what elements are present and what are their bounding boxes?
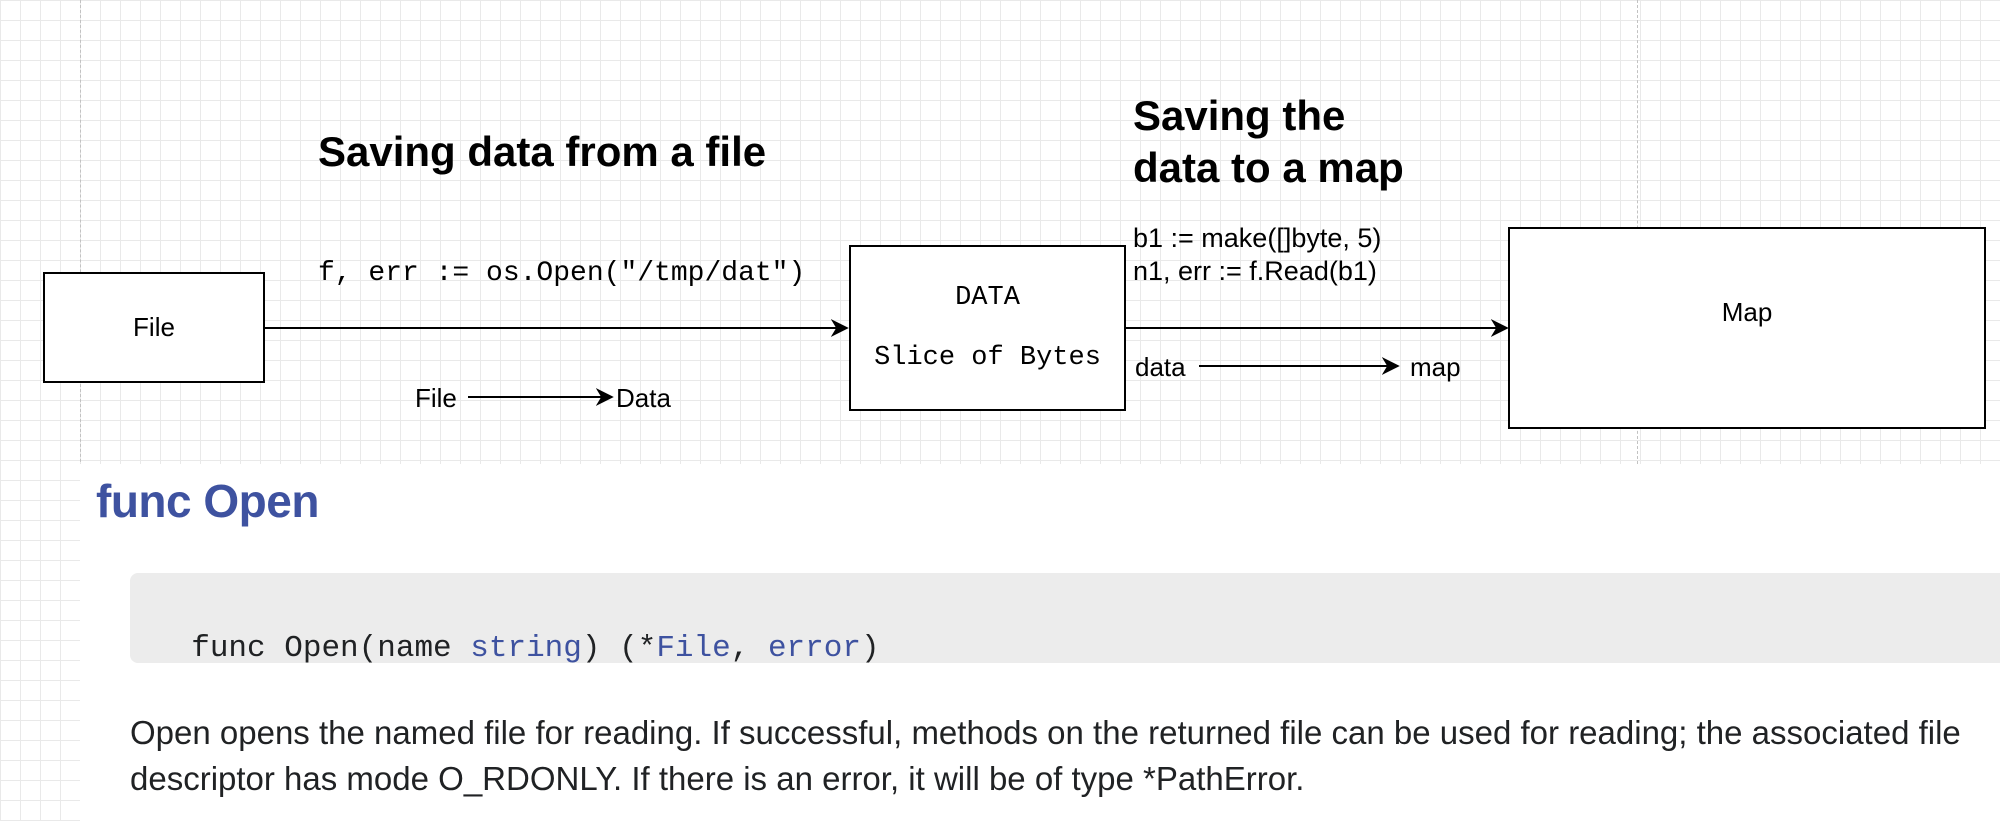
- sig-suffix: ): [860, 631, 880, 666]
- sig-prefix: func Open(name: [191, 631, 471, 666]
- sig-return-file-link[interactable]: File: [656, 631, 731, 666]
- heading-saving-to-map: Saving the data to a map: [1133, 90, 1404, 194]
- doc-description: Open opens the named file for reading. I…: [130, 714, 1961, 797]
- legend1-from-label: File: [415, 383, 457, 413]
- node-map-label: Map: [1721, 297, 1773, 327]
- heading-saving-to-map-line2: data to a map: [1133, 144, 1404, 191]
- diagram-canvas: [264, 319, 1509, 406]
- legend2-from-label: data: [1135, 352, 1186, 382]
- sig-sep: ,: [730, 631, 768, 666]
- signature-code: func Open(name string) (*File, error): [154, 596, 880, 666]
- node-file[interactable]: File: [43, 272, 265, 383]
- signature-code-block: [130, 573, 2000, 663]
- legend2-to-label: map: [1410, 352, 1461, 382]
- doc-title: func Open: [96, 475, 319, 527]
- sig-return-error-link[interactable]: error: [767, 631, 861, 666]
- node-map[interactable]: Map: [1508, 227, 1986, 429]
- node-data-subtitle: Slice of Bytes: [874, 343, 1101, 373]
- node-data-title: DATA: [955, 283, 1020, 313]
- doc-section: func Open Open opens the named file for …: [80, 464, 2000, 821]
- sig-param-type-link[interactable]: string: [470, 631, 582, 666]
- heading-saving-from-file: Saving data from a file: [318, 128, 767, 175]
- guide-line-left: [80, 0, 81, 821]
- edge1-label: f, err := os.Open("/tmp/dat"): [318, 258, 806, 289]
- edge2-label-line1: b1 := make([]byte, 5): [1133, 223, 1382, 253]
- node-file-label: File: [133, 312, 175, 342]
- sig-mid: ) (*: [581, 631, 657, 666]
- edge2-label: b1 := make([]byte, 5) n1, err := f.Read(…: [1133, 222, 1381, 288]
- legend1-to-label: Data: [616, 383, 671, 413]
- node-data[interactable]: DATA Slice of Bytes: [849, 245, 1126, 411]
- edge2-label-line2: n1, err := f.Read(b1): [1133, 256, 1377, 286]
- heading-saving-to-map-line1: Saving the: [1133, 92, 1346, 139]
